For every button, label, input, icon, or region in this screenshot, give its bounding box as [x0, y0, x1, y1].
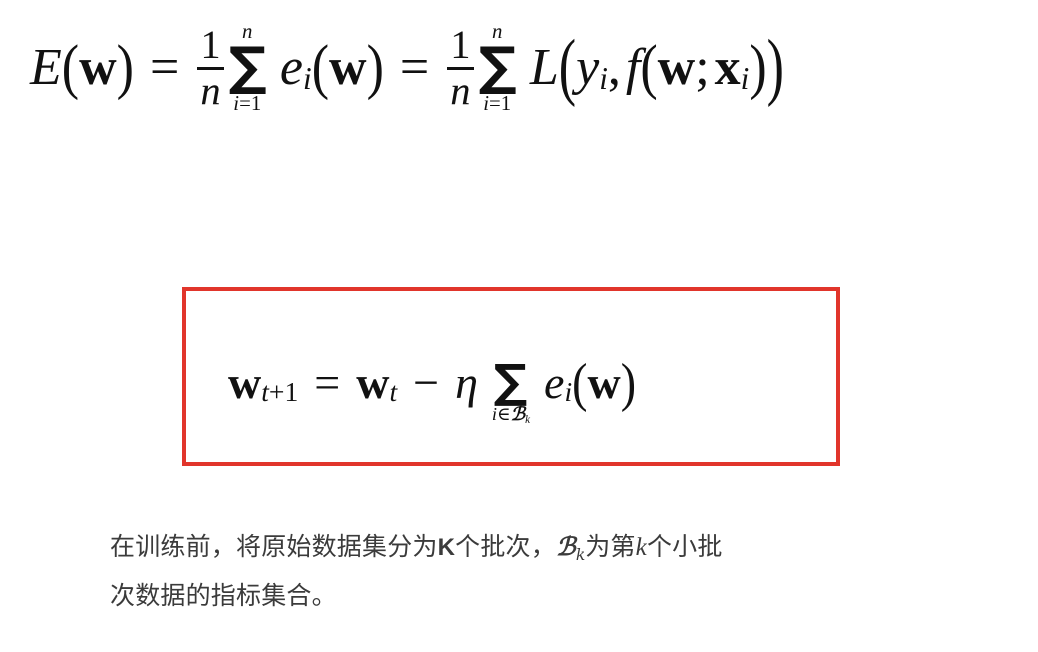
equals-sign-3: = [314, 356, 341, 408]
sum-lower-equals-2: = [489, 91, 501, 115]
subscript-i-1: i [303, 60, 312, 96]
caption-symbol-k: k [635, 534, 647, 561]
caption-line-2: 次数据的指标集合。 [110, 581, 337, 610]
sum-lower-start-1: 1 [250, 91, 262, 115]
caption-line1-part3: 为第 [585, 532, 636, 561]
caption-line-1: 在训练前，将原始数据集分为K个批次，ℬk为第k个小批 [110, 524, 910, 573]
paren-open-1: ( [61, 33, 80, 102]
subscript-k-1: k [525, 414, 531, 427]
symbol-y: y [576, 39, 600, 97]
summation-operator-2: n ∑ i=1 [478, 20, 517, 115]
sigma-glyph-1: ∑ [228, 36, 267, 97]
paren-open-4: ( [572, 351, 588, 413]
subscript-i-3: i [740, 60, 750, 96]
symbol-L: L [529, 39, 559, 97]
subscript-t-2: t [389, 375, 398, 407]
comma-separator: , [607, 39, 621, 97]
caption-text-block: 在训练前，将原始数据集分为K个批次，ℬk为第k个小批 次数据的指标集合。 [110, 524, 910, 618]
paren-open-2: ( [311, 33, 330, 102]
paren-close-4: ) [620, 351, 637, 413]
caption-symbol-script-B: ℬ [555, 532, 576, 561]
symbol-w-bold-1: w [79, 39, 117, 97]
paren-open-3: ( [640, 33, 658, 102]
fraction-denominator-1: n [200, 67, 221, 113]
symbol-w-bold-next: w [228, 356, 262, 408]
paren-close-3: ) [749, 33, 767, 102]
paren-close-1: ) [116, 33, 134, 102]
subscript-i-2: i [599, 60, 608, 96]
caption-line1-part2: 个批次， [455, 532, 556, 561]
caption-symbol-K: K [437, 534, 456, 561]
fraction-bar-2 [447, 66, 474, 70]
symbol-w-bold-2: w [329, 39, 367, 97]
symbol-x-bold: x [714, 39, 741, 97]
summation-operator-minibatch: ∑ i∈ℬk [491, 341, 531, 427]
paren-open-outer: ( [558, 26, 577, 109]
sum-lower-limit-minibatch: i∈ℬk [491, 403, 531, 427]
equals-sign-2: = [399, 39, 430, 97]
symbol-E: E [30, 39, 62, 97]
fraction-bar-1 [197, 66, 224, 70]
subscript-t-plus-1: t+1 [261, 378, 298, 406]
fraction-one-over-n-2: 1 n [447, 22, 474, 113]
sum-lower-limit-2: i=1 [483, 91, 512, 115]
equals-sign-1: = [149, 39, 180, 97]
symbol-w-bold-3: w [657, 39, 696, 97]
sigma-glyph-2: ∑ [478, 36, 517, 97]
subscript-t-1: t [261, 375, 269, 407]
symbol-script-B: ℬ [510, 403, 526, 425]
summation-operator-1: n ∑ i=1 [228, 20, 267, 115]
symbol-e-2: e [544, 356, 565, 408]
caption-line1-part1: 在训练前，将原始数据集分为 [110, 532, 438, 561]
symbol-e-1: e [279, 39, 304, 97]
fraction-one-over-n-1: 1 n [197, 22, 224, 113]
symbol-eta-learning-rate: η [455, 356, 478, 408]
sum-lower-index-1: i [233, 91, 240, 115]
subscript-one: 1 [284, 375, 299, 407]
symbol-w-bold-current: w [356, 356, 390, 408]
paren-close-2: ) [366, 33, 384, 102]
fraction-numerator-1: 1 [200, 22, 221, 68]
sum-lower-index-2: i [483, 91, 489, 115]
subscript-plus: + [268, 375, 285, 407]
symbol-f: f [625, 39, 641, 97]
sigma-glyph-3: ∑ [494, 354, 528, 409]
sum-lower-limit-1: i=1 [233, 91, 262, 115]
minus-sign: − [413, 356, 440, 408]
caption-line1-part4: 个小批 [646, 532, 723, 561]
sum-upper-limit-1: n [242, 20, 253, 43]
sum-lower-equals-1: = [239, 91, 251, 115]
fraction-numerator-2: 1 [450, 22, 471, 68]
element-of-icon: ∈ [497, 403, 511, 424]
semicolon-separator: ; [695, 39, 710, 97]
subscript-i-4: i [564, 375, 573, 407]
paren-close-outer: ) [766, 26, 784, 109]
sum-lower-start-2: 1 [500, 91, 512, 115]
sum-lower-index-3: i [491, 403, 498, 424]
fraction-denominator-2: n [450, 67, 471, 113]
caption-subscript-k: k [575, 545, 586, 564]
symbol-w-bold-4: w [587, 356, 621, 408]
sum-upper-limit-2: n [491, 20, 503, 43]
